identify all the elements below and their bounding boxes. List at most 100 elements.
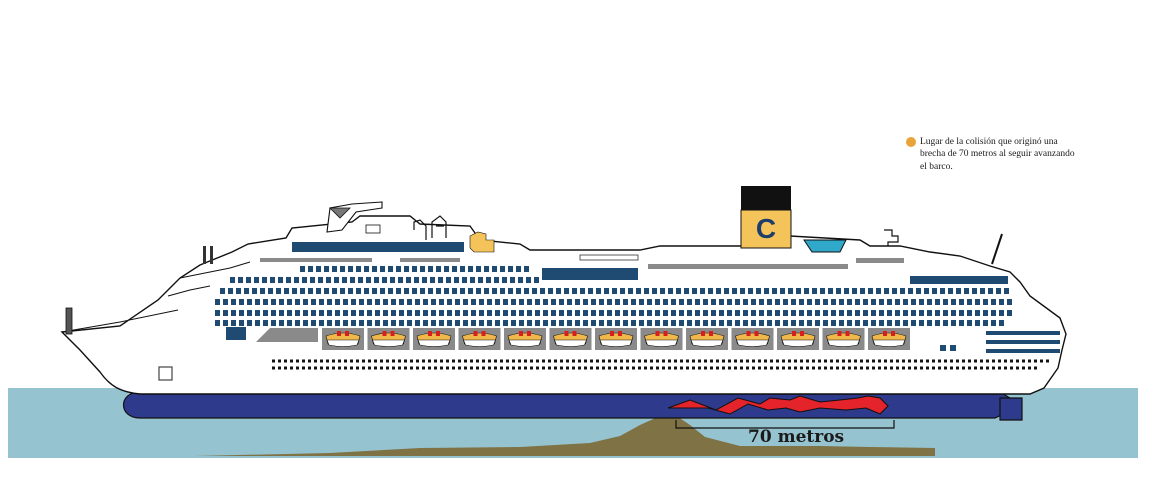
grille-strip xyxy=(579,254,639,261)
cabin-window xyxy=(676,288,681,294)
cabin-window xyxy=(327,310,332,316)
cabin-window xyxy=(356,288,361,294)
cabin-window xyxy=(471,299,476,305)
cabin-window xyxy=(847,299,852,305)
cabin-window xyxy=(679,320,684,326)
cabin-window xyxy=(455,320,460,326)
cabin-window xyxy=(303,320,308,326)
cabin-window xyxy=(727,299,732,305)
lifeboats xyxy=(322,328,910,350)
cabin-window xyxy=(444,288,449,294)
cabin-window xyxy=(575,310,580,316)
cabin-window xyxy=(350,277,355,283)
navy-forward-block xyxy=(226,327,246,340)
cabin-window xyxy=(316,288,321,294)
cabin-window xyxy=(735,320,740,326)
cabin-window xyxy=(484,288,489,294)
cabin-window xyxy=(372,288,377,294)
cabin-window xyxy=(342,277,347,283)
cabin-window xyxy=(287,299,292,305)
cabin-window xyxy=(495,320,500,326)
cabin-window xyxy=(631,320,636,326)
cabin-window xyxy=(215,310,220,316)
cabin-window xyxy=(716,288,721,294)
cabin-window xyxy=(308,266,313,272)
cabin-window xyxy=(230,277,235,283)
cabin-window xyxy=(927,310,932,316)
cabin-window xyxy=(876,288,881,294)
cabin-window xyxy=(399,310,404,316)
cabin-window xyxy=(415,320,420,326)
cabin-window xyxy=(895,299,900,305)
cabin-window xyxy=(1007,310,1012,316)
cabin-window xyxy=(364,266,369,272)
cabin-window xyxy=(999,320,1004,326)
cabin-window xyxy=(348,266,353,272)
cabin-window xyxy=(935,310,940,316)
cabin-window xyxy=(823,299,828,305)
lifeboat xyxy=(777,328,819,350)
cabin-window xyxy=(327,299,332,305)
cabin-window xyxy=(599,310,604,316)
cabin-window xyxy=(447,299,452,305)
cabin-window xyxy=(503,299,508,305)
cabin-window xyxy=(391,299,396,305)
cabin-window xyxy=(478,277,483,283)
cabin-window xyxy=(247,310,252,316)
cabin-window xyxy=(407,320,412,326)
cabin-window xyxy=(447,320,452,326)
cabin-window xyxy=(479,299,484,305)
lifeboat xyxy=(686,328,728,350)
cabin-window xyxy=(607,299,612,305)
cabin-window xyxy=(764,288,769,294)
cabin-window xyxy=(324,266,329,272)
cabin-window xyxy=(294,277,299,283)
cabin-window xyxy=(847,310,852,316)
cabin-window xyxy=(967,299,972,305)
gray-deck-strip-2 xyxy=(400,258,460,262)
cabin-window xyxy=(335,320,340,326)
cabin-window xyxy=(783,310,788,316)
stern-stripe-2 xyxy=(986,340,1060,344)
cabin-window xyxy=(468,288,473,294)
cabin-window xyxy=(807,320,812,326)
cabin-window xyxy=(551,320,556,326)
bow-deck-line xyxy=(61,309,179,333)
cabin-window xyxy=(903,320,908,326)
cabin-window xyxy=(735,310,740,316)
cabin-window xyxy=(468,266,473,272)
cabin-window xyxy=(983,299,988,305)
cabin-window xyxy=(980,288,985,294)
cabin-window xyxy=(540,288,545,294)
cabin-window xyxy=(422,277,427,283)
cabin-window xyxy=(348,288,353,294)
cabin-window xyxy=(308,288,313,294)
cabin-window xyxy=(708,288,713,294)
cabin-window xyxy=(719,310,724,316)
navy-deck-block xyxy=(542,268,638,280)
cabin-windows xyxy=(215,266,1012,326)
cabin-window xyxy=(799,299,804,305)
cabin-window xyxy=(767,310,772,316)
cabin-window xyxy=(404,266,409,272)
cabin-window xyxy=(951,310,956,316)
cabin-window xyxy=(583,310,588,316)
cabin-window xyxy=(303,299,308,305)
gray-deck-strip-3 xyxy=(648,264,848,269)
cabin-window xyxy=(783,320,788,326)
cabin-window xyxy=(254,277,259,283)
cabin-window xyxy=(588,288,593,294)
bow-step-line-2 xyxy=(179,261,251,279)
cabin-window xyxy=(415,310,420,316)
yellow-deck-structure xyxy=(469,231,495,253)
cabin-window xyxy=(924,288,929,294)
cabin-window xyxy=(663,320,668,326)
cabin-window xyxy=(695,299,700,305)
cabin-window xyxy=(927,320,932,326)
cabin-window xyxy=(855,310,860,316)
cabin-window xyxy=(919,299,924,305)
cabin-window xyxy=(535,299,540,305)
cabin-window xyxy=(335,299,340,305)
cabin-window xyxy=(711,310,716,316)
cabin-window xyxy=(692,288,697,294)
